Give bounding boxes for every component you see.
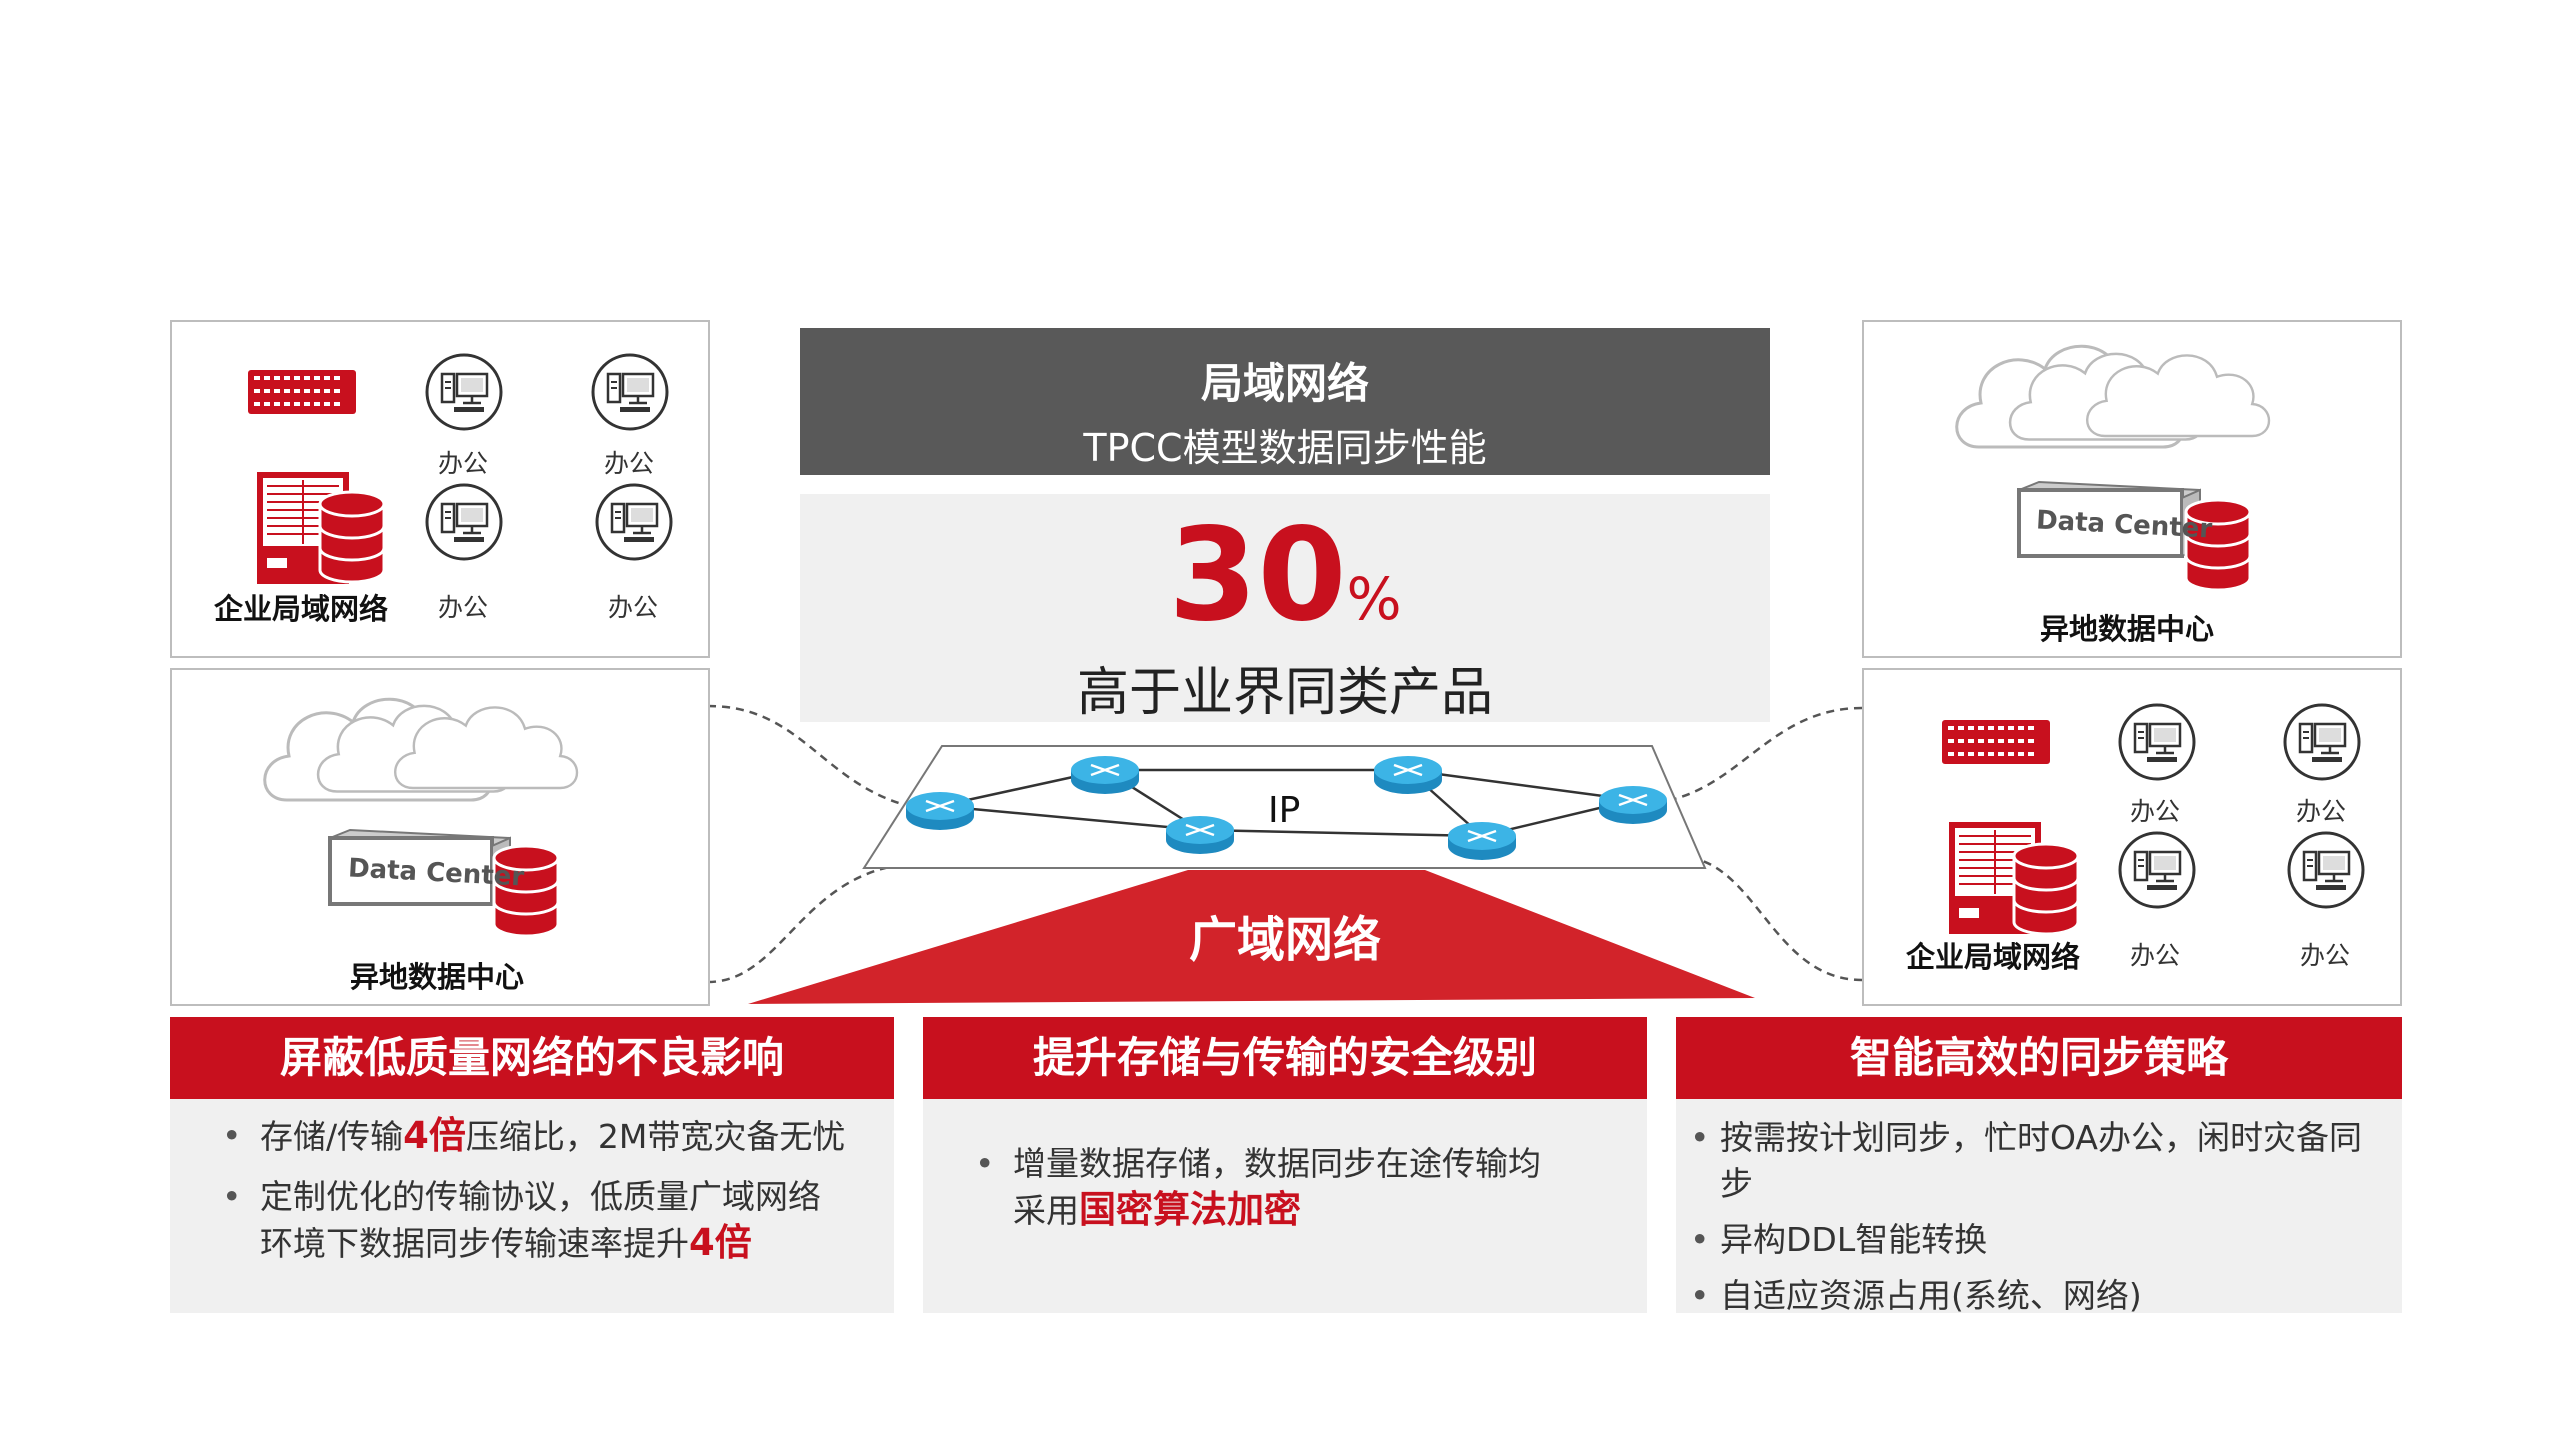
lan-header: 局域网络 TPCC模型数据同步性能: [800, 328, 1770, 475]
left-enterprise-box: 办公 办公 办公 办公 企业局域网络: [170, 320, 710, 658]
wan-label: 广域网络: [1188, 912, 1381, 968]
office-label: 办公: [2130, 941, 2181, 970]
wan-triangle: [748, 870, 1755, 1004]
router-icon: [1446, 820, 1518, 862]
stat-description: 高于业界同类产品: [1076, 663, 1493, 723]
office-label: 办公: [2300, 941, 2351, 970]
remote-datacenter-label: 异地数据中心: [2040, 612, 2215, 646]
left-datacenter-box: Data Center 异地数据中心: [170, 668, 710, 1006]
stat-block: 30% 高于业界同类产品: [800, 494, 1770, 723]
computer-icon: [595, 483, 673, 561]
panel-network-quality: 屏蔽低质量网络的不良影响 存储/传输4倍压缩比，2M带宽灾备无忧 定制优化的传输…: [170, 1017, 894, 1313]
panel-title: 提升存储与传输的安全级别: [923, 1017, 1647, 1099]
lan-subtitle: TPCC模型数据同步性能: [1083, 426, 1487, 470]
office-label: 办公: [438, 593, 489, 622]
computer-icon: [2287, 831, 2365, 909]
office-label: 办公: [604, 449, 655, 478]
stat-value: 30: [1168, 501, 1347, 650]
panel-title: 屏蔽低质量网络的不良影响: [170, 1017, 894, 1099]
list-item: 异构DDL智能转换: [1676, 1217, 2402, 1263]
lan-title: 局域网络: [1200, 359, 1369, 408]
office-label: 办公: [438, 449, 489, 478]
router-icon: [1372, 754, 1444, 796]
list-item: 存储/传输4倍压缩比，2M带宽灾备无忧: [170, 1113, 894, 1160]
database-icon: [318, 490, 386, 584]
office-label: 办公: [608, 593, 659, 622]
enterprise-lan-label: 企业局域网络: [214, 592, 389, 626]
computer-icon: [2118, 831, 2196, 909]
list-item: 按需按计划同步，忙时OA办公，闲时灾备同步: [1676, 1115, 2402, 1207]
router-icon: [1164, 814, 1236, 856]
right-datacenter-box: Data Center 异地数据中心: [1862, 320, 2402, 658]
router-icon: [904, 790, 976, 832]
office-label: 办公: [2130, 797, 2181, 826]
database-icon: [2012, 842, 2080, 936]
computer-icon: [2118, 703, 2196, 781]
computer-icon: [425, 483, 503, 561]
computer-icon: [2283, 703, 2361, 781]
server-rack-icon: [1942, 720, 2050, 764]
right-enterprise-box: 办公 办公 办公 办公 企业局域网络: [1862, 668, 2402, 1006]
panel-title: 智能高效的同步策略: [1676, 1017, 2402, 1099]
enterprise-lan-label: 企业局域网络: [1906, 940, 2081, 974]
server-rack-icon: [248, 370, 356, 414]
panel-sync-strategy: 智能高效的同步策略 按需按计划同步，忙时OA办公，闲时灾备同步 异构DDL智能转…: [1676, 1017, 2402, 1319]
computer-icon: [591, 353, 669, 431]
remote-datacenter-label: 异地数据中心: [350, 960, 525, 994]
list-item: 自适应资源占用(系统、网络): [1676, 1273, 2402, 1319]
stat-unit: %: [1346, 565, 1402, 633]
ip-label: IP: [1268, 790, 1301, 831]
computer-icon: [425, 353, 503, 431]
office-label: 办公: [2296, 797, 2347, 826]
router-icon: [1069, 754, 1141, 796]
router-icon: [1597, 784, 1669, 826]
